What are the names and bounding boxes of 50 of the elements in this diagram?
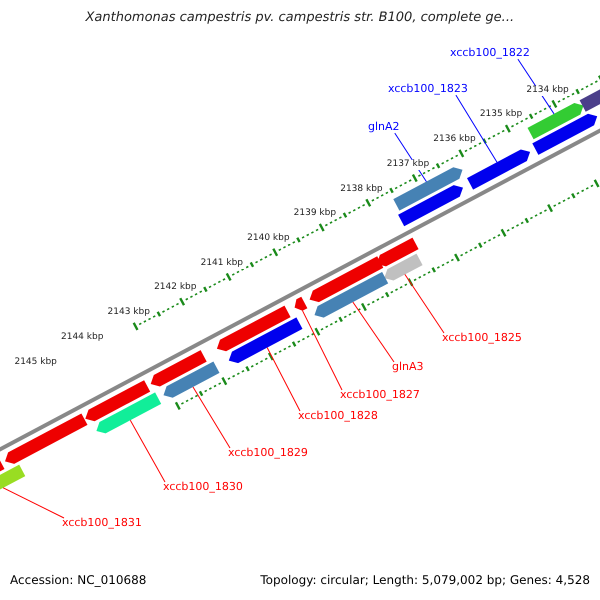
genome-summary-text: Topology: circular; Length: 5,079,002 bp; Genes: 4,528 — [260, 574, 590, 588]
leader-line — [130, 420, 166, 482]
gene-label: xccb100_1831 — [62, 517, 142, 530]
scale-label: 2137 kbp — [386, 160, 430, 170]
gene-label: xccb100_1825 — [442, 332, 522, 344]
gene-block — [398, 185, 463, 226]
scale-label: 2136 kbp — [432, 135, 477, 145]
gene-block — [393, 167, 462, 211]
gene-label: xccb100_1823 — [388, 83, 468, 96]
gene-label: xccb100_1827 — [340, 389, 420, 402]
gene-block — [310, 256, 384, 302]
leader-line — [455, 94, 498, 163]
gene-block — [96, 392, 162, 434]
leader-line — [266, 347, 300, 412]
gene-block — [85, 380, 150, 422]
gene-block — [376, 238, 419, 266]
scale-label: 2145 kbp — [13, 358, 58, 368]
gene-block — [216, 306, 291, 352]
scale-label: 2134 kbp — [525, 86, 570, 96]
scale-label: 2142 kbp — [153, 283, 198, 294]
gene-label: xccb100_1822 — [450, 47, 530, 60]
gene-label: xccb100_1830 — [163, 481, 243, 494]
gene-label: xccb100_1828 — [298, 410, 378, 422]
gene-label: glnA2 — [368, 121, 400, 134]
leader-line — [352, 302, 394, 362]
gene-block — [164, 362, 220, 398]
leader-line — [192, 386, 230, 448]
gene-label: xccb100_1829 — [228, 447, 308, 460]
gene-block — [228, 317, 302, 364]
title: Xanthomonas campestris pv. campestris str. B100, complete ge... — [86, 11, 514, 26]
gene-block — [528, 103, 584, 140]
scale-label: 2138 kbp — [339, 184, 384, 194]
gene-block — [150, 350, 207, 386]
scale-label: 2135 kbp — [478, 110, 524, 120]
scale-label: 2141 kbp — [200, 258, 244, 269]
gene-block — [294, 296, 308, 311]
leader-line — [302, 310, 342, 390]
gene-block — [5, 414, 88, 464]
gene-block — [384, 254, 423, 280]
scale-label: 2140 kbp — [246, 234, 291, 244]
leader-line — [404, 274, 444, 334]
gene-block — [467, 150, 530, 190]
accession-text: Accession: NC_010688 — [10, 574, 146, 588]
scale-label: 2143 kbp — [106, 308, 151, 318]
gene-label: glnA3 — [392, 361, 424, 374]
gene-block — [532, 114, 598, 155]
scale-label: 2144 kbp — [60, 332, 104, 343]
gene-block — [314, 272, 388, 318]
scale-label: 2139 kbp — [292, 209, 338, 220]
leader-line — [2, 487, 64, 518]
